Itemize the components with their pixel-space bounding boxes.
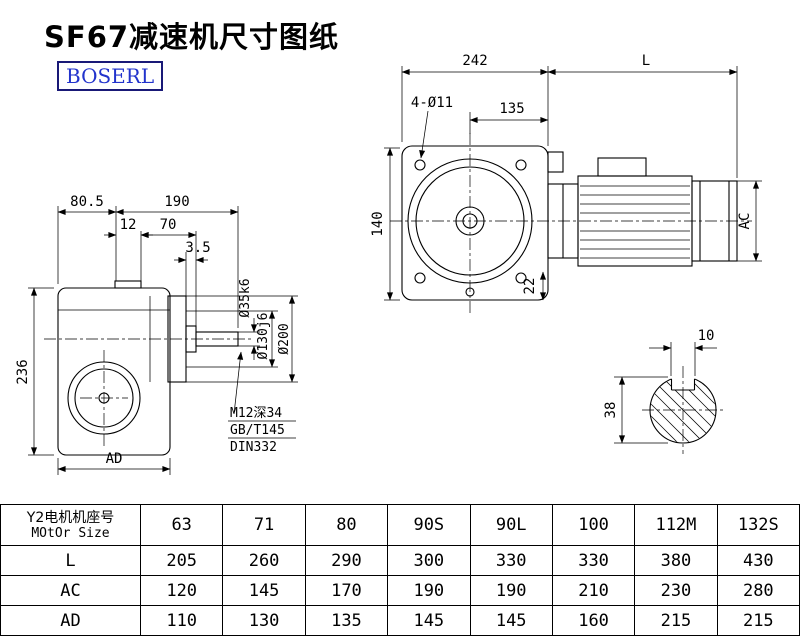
header-label-cn: Y2电机机座号: [26, 509, 115, 526]
holes-4xd11-label: 4-Ø11: [411, 95, 453, 111]
table-cell: 120: [139, 575, 224, 606]
table-cell: 110: [139, 605, 224, 636]
table-cell: 205: [139, 545, 224, 576]
front-view: 242 L 135 4-Ø11 140 22: [370, 53, 762, 313]
page-title: SF67减速机尺寸图纸: [44, 20, 340, 54]
table-cell: 430: [716, 545, 800, 576]
motor-size-table: Y2电机机座号 MOtOr Size 63 71 80 90S 90L 100 …: [0, 504, 800, 636]
logo-text: BOSERL: [66, 64, 155, 88]
table-cell: 90L: [469, 504, 553, 546]
dim-22-label: 22: [522, 278, 538, 295]
table-cell: 71: [222, 504, 306, 546]
table-row-L: L 205 260 290 300 330 330 380 430: [0, 545, 800, 576]
table-cell: 190: [387, 575, 471, 606]
table-cell: 63: [139, 504, 224, 546]
section-hatch: [650, 377, 716, 443]
technical-drawing-svg: 242 L 135 4-Ø11 140 22: [15, 53, 762, 475]
table-row-AC: AC 120 145 170 190 190 210 230 280: [0, 575, 800, 606]
table-cell: 210: [551, 575, 636, 606]
table-cell: 90S: [387, 504, 471, 546]
row-label: AD: [0, 605, 141, 636]
drawing-area: 242 L 135 4-Ø11 140 22: [15, 20, 762, 475]
table-cell: 300: [387, 545, 471, 576]
dim-190-label: 190: [164, 194, 189, 210]
table-cell: 112M: [634, 504, 718, 546]
note-standard-din-label: DIN332: [230, 440, 277, 455]
table-cell: 330: [469, 545, 553, 576]
table-cell: 290: [304, 545, 389, 576]
logo: BOSERL: [57, 61, 164, 91]
table-cell: 330: [551, 545, 636, 576]
note-thread-label: M12深34: [230, 406, 282, 421]
table-cell: 145: [387, 605, 471, 636]
table-cell: 170: [304, 575, 389, 606]
table-cell: 80: [304, 504, 389, 546]
row-label: AC: [0, 575, 141, 606]
dim-135-label: 135: [499, 101, 524, 117]
dim-242-label: 242: [462, 53, 487, 69]
side-view: 80.5 190 12 70 3.5 236: [15, 194, 298, 475]
shaft-section-view: 10 38: [603, 328, 726, 454]
table-cell: 160: [551, 605, 636, 636]
table-cell: 230: [634, 575, 718, 606]
dim-L-label: L: [642, 53, 650, 69]
header-label-en: MOtOr Size: [31, 525, 110, 541]
table-cell: 215: [716, 605, 800, 636]
dim-AD-label: AD: [106, 451, 123, 467]
dia-spigot-label: Ø130j6: [256, 313, 271, 360]
table-row-AD: AD 110 130 135 145 145 160 215 215: [0, 605, 800, 636]
header-label-cell: Y2电机机座号 MOtOr Size: [0, 504, 141, 546]
note-standard-gb-label: GB/T145: [230, 423, 285, 438]
table-cell: 280: [716, 575, 800, 606]
dim-236-label: 236: [15, 359, 31, 384]
table-header-row: Y2电机机座号 MOtOr Size 63 71 80 90S 90L 100 …: [0, 504, 800, 546]
dia-flange-label: Ø200: [277, 323, 292, 354]
dim-12-label: 12: [120, 217, 137, 233]
table-cell: 260: [222, 545, 306, 576]
dim-10-label: 10: [698, 328, 715, 344]
table-cell: 215: [634, 605, 718, 636]
dim-38-label: 38: [603, 402, 619, 419]
dim-3-5-label: 3.5: [185, 240, 210, 256]
dia-shaft-label: Ø35k6: [238, 278, 253, 317]
table-cell: 145: [222, 575, 306, 606]
dim-AC-label: AC: [737, 213, 753, 230]
table-cell: 132S: [716, 504, 800, 546]
table-cell: 380: [634, 545, 718, 576]
table-cell: 135: [304, 605, 389, 636]
table-cell: 130: [222, 605, 306, 636]
dim-140-label: 140: [370, 211, 386, 236]
row-label: L: [0, 545, 141, 576]
dim-70-label: 70: [160, 217, 177, 233]
dim-80-5-label: 80.5: [70, 194, 104, 210]
table-cell: 190: [469, 575, 553, 606]
table-cell: 145: [469, 605, 553, 636]
table-cell: 100: [551, 504, 636, 546]
